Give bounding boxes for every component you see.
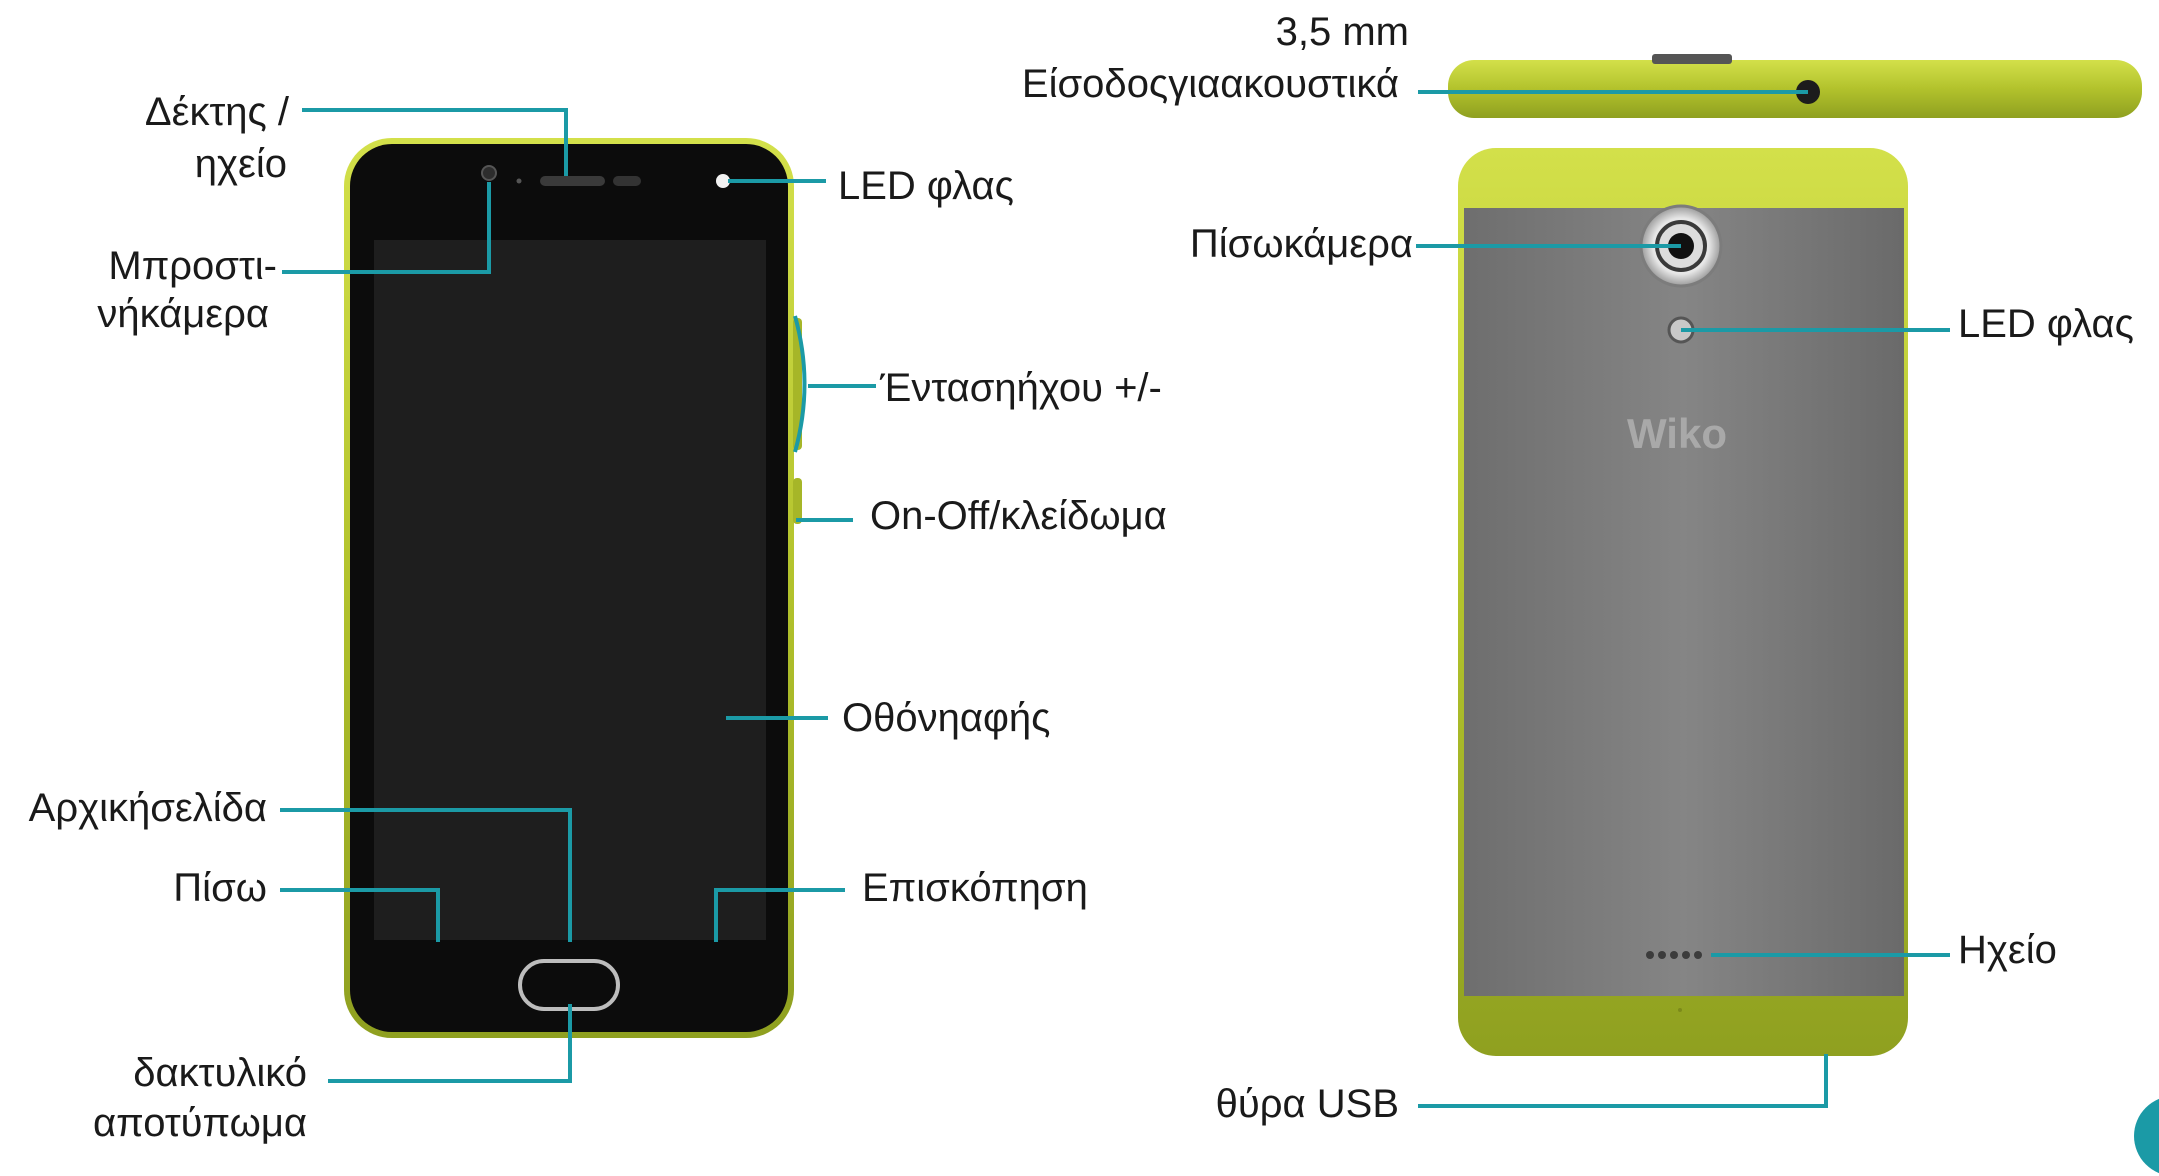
label-overview: Επισκόπηση: [862, 866, 1088, 910]
power-key: [793, 478, 802, 524]
earpiece-grille: [540, 176, 592, 186]
label-power: On-Off/κλείδωμα: [870, 494, 1167, 538]
label-fingerprint-2: αποτύπωμα: [93, 1101, 307, 1145]
label-back: Πίσω: [173, 866, 267, 910]
label-fingerprint: δακτυλικό: [133, 1051, 307, 1095]
label-home: Αρχικήσελίδα: [28, 786, 267, 830]
label-speaker: Ηχείο: [1958, 928, 2057, 972]
front-camera-icon: [481, 165, 497, 181]
leader-volume-bracket: [793, 315, 807, 453]
earpiece-grille-2: [579, 176, 605, 186]
proximity-sensor-icon: [516, 178, 522, 184]
label-led-flash-rear: LED φλας: [1958, 302, 2134, 346]
volume-rocker: [793, 318, 802, 450]
label-receiver: Δέκτης /: [144, 90, 289, 134]
home-button: [518, 959, 620, 1011]
brand-logo: Wiko: [1627, 410, 1727, 457]
leader-back: [280, 888, 440, 942]
label-headphone-jack: 3,5 mm: [1275, 10, 1409, 54]
label-front-camera-2: νήκάμερα: [97, 292, 269, 336]
front-led-flash-icon: [716, 174, 730, 188]
leader-usb: [1418, 1054, 1828, 1108]
speaker-grille: [1646, 951, 1702, 959]
top-edge-button: [1652, 54, 1732, 64]
leader-home: [280, 808, 572, 942]
light-sensor: [613, 176, 641, 186]
label-volume: Έντασηήχου +/-: [880, 366, 1162, 410]
label-led-flash-front: LED φλας: [838, 164, 1014, 208]
leader-receiver: [302, 108, 568, 176]
leader-front-camera: [282, 182, 491, 274]
back-phone: Wiko: [1458, 148, 1908, 1056]
label-usb-port: θύρα USB: [1215, 1082, 1399, 1126]
top-edge-view: [1448, 54, 2142, 118]
label-headphone-jack-2: Είσοδοςγιαακουστικά: [1021, 62, 1399, 106]
label-receiver-2: ηχείο: [194, 142, 287, 186]
leader-lines: [280, 90, 1950, 1108]
label-touchscreen: Οθόνηαφής: [842, 696, 1051, 740]
label-front-camera: Μπροστι-: [108, 244, 277, 288]
leader-fingerprint: [328, 1004, 572, 1083]
leader-overview: [714, 888, 845, 942]
label-rear-camera: Πίσωκάμερα: [1189, 222, 1413, 266]
top-edge-body: [1448, 60, 2142, 118]
usb-port-mic: [1678, 1008, 1682, 1012]
